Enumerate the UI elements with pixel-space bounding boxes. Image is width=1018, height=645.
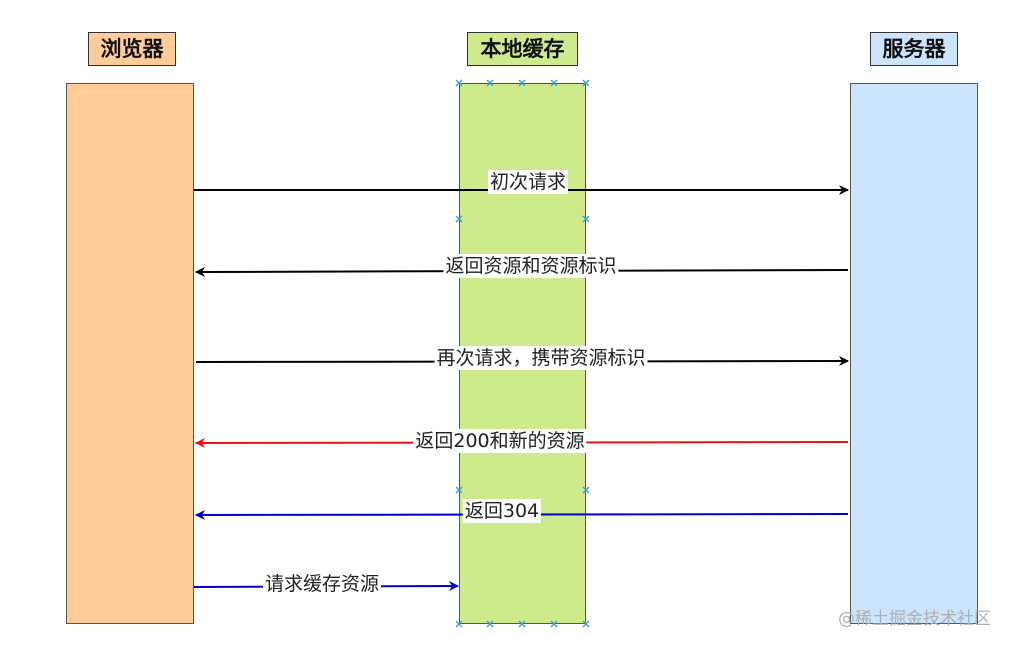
label-return-304: 返回304 (462, 499, 542, 523)
label-request-again-with-id: 再次请求，携带资源标识 (434, 346, 648, 370)
server-header: 服务器 (870, 32, 958, 66)
label-return-resource-and-id: 返回资源和资源标识 (443, 254, 619, 278)
browser-lane (66, 83, 194, 624)
label-return-200: 返回200和新的资源 (413, 429, 587, 453)
browser-header: 浏览器 (88, 32, 176, 66)
label-request-cache: 请求缓存资源 (262, 572, 382, 596)
label-initial-request: 初次请求 (487, 170, 569, 194)
cache-header: 本地缓存 (467, 32, 578, 66)
server-lane (850, 83, 978, 624)
watermark: @稀土掘金技术社区 (838, 609, 991, 629)
